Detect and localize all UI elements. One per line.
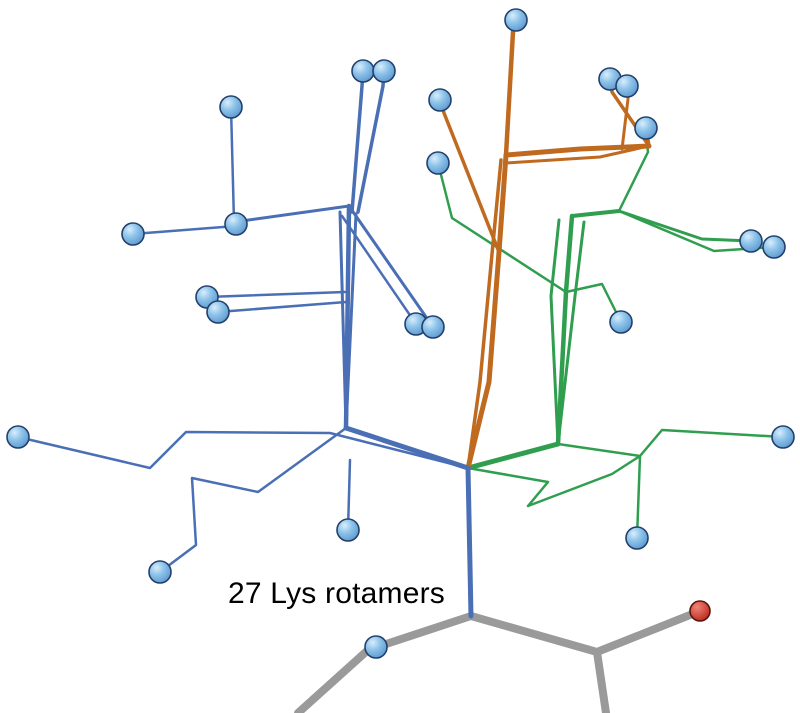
rotamer-group-blue [16,69,474,619]
bond-stick [216,300,348,314]
bond-stick [294,607,704,713]
bond-stick [131,224,238,236]
bond-stick [465,152,509,471]
nitrogen-atom-sphere[interactable] [148,560,172,584]
rotamer-count-label: 27 Lys rotamers [228,577,445,610]
bond-stick [503,17,519,158]
oxygen-atom-sphere[interactable] [689,600,711,622]
bond-stick [549,218,561,446]
atom-spheres [6,8,795,659]
nitrogen-atom-sphere[interactable] [372,59,396,83]
nitrogen-atom-sphere[interactable] [421,315,445,339]
bond-stick [465,465,474,619]
nitrogen-atom-sphere[interactable] [6,425,30,449]
nitrogen-atom-sphere[interactable] [206,300,230,324]
bond-stick [593,648,610,713]
nitrogen-atom-sphere[interactable] [634,116,658,140]
bond-stick [16,430,470,470]
nitrogen-atom-sphere[interactable] [609,310,633,334]
bond-stick [229,105,236,224]
bond-stick [158,426,348,574]
bond-stick [436,161,568,294]
nitrogen-atom-sphere[interactable] [615,74,639,98]
nitrogen-atom-sphere[interactable] [771,425,795,449]
bond-stick [570,209,621,218]
nitrogen-atom-sphere[interactable] [121,222,145,246]
nitrogen-atom-sphere[interactable] [625,526,649,550]
bond-stick [232,204,351,224]
bond-stick [617,209,753,243]
nitrogen-atom-sphere[interactable] [739,229,763,253]
bond-stick [343,425,471,471]
nitrogen-atom-sphere[interactable] [504,8,528,32]
bond-stick [465,441,561,471]
bond-stick [503,143,652,158]
rotamer-group-green [436,126,785,540]
bond-stick [344,212,358,430]
nitrogen-atom-sphere[interactable] [219,95,243,119]
nitrogen-atom-sphere[interactable] [351,59,375,83]
bond-stick [504,144,651,165]
bond-stick [466,158,503,470]
nitrogen-atom-sphere[interactable] [426,151,450,175]
bond-stick [340,214,418,326]
bond-stick [635,454,642,540]
nitrogen-atom-sphere[interactable] [224,212,248,236]
bond-stick [556,428,785,458]
bond-stick [205,290,347,299]
nitrogen-atom-sphere[interactable] [428,88,452,112]
bond-stick [466,454,642,508]
nitrogen-atom-sphere[interactable] [762,235,786,259]
backbone-sticks [294,607,704,713]
bond-stick [556,220,586,446]
nitrogen-atom-sphere[interactable] [364,635,388,659]
nitrogen-atom-sphere[interactable] [336,518,360,542]
bond-stick [347,204,435,329]
bond-stick [564,282,623,324]
bond-stick [338,210,348,430]
